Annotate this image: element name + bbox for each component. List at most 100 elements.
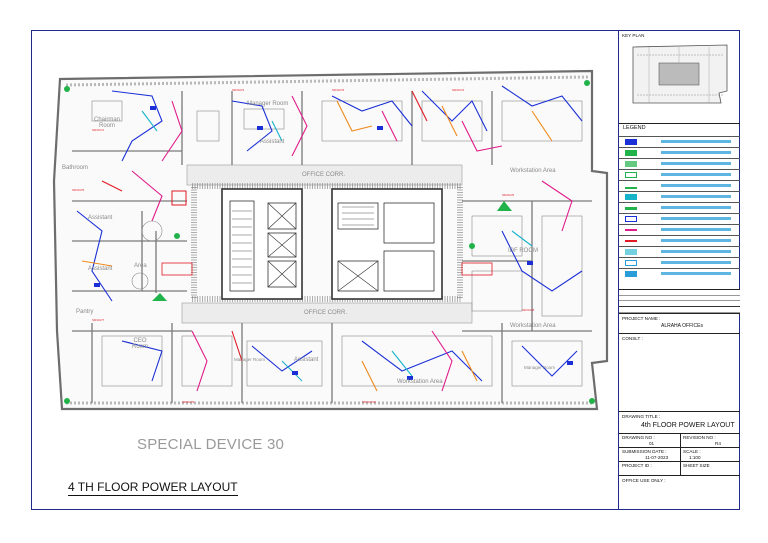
legend-text-bar (661, 239, 731, 242)
room-label-corridor-top: OFFICE CORR. (302, 172, 345, 178)
legend-text-bar (661, 261, 731, 264)
drawing-title-value: 4th FLOOR POWER LAYOUT (641, 422, 735, 429)
legend-row (619, 158, 740, 169)
drawing-no-label: DRAWING NO : (622, 435, 655, 440)
project-id-label: PROJECT ID : (622, 463, 652, 468)
legend-row (619, 224, 740, 235)
room-label-assistant-top: Assistant (260, 139, 285, 145)
legend-row (619, 202, 740, 213)
room-label-workstation-bottom: Workstation Area (397, 379, 443, 385)
building-outline (52, 69, 609, 411)
special-device-label: SPECIAL DEVICE 30 (137, 436, 285, 453)
legend-text-bar (661, 195, 731, 198)
legend-symbol (625, 260, 637, 266)
submission-section: SUBMISSION DATE : 11-07-2023 SCALE : 1:1… (619, 447, 740, 461)
legend-text-bar (661, 184, 731, 187)
legend-row (619, 268, 740, 279)
legend-row (619, 235, 740, 246)
power-devices (64, 80, 595, 404)
project-name-value: ALRAHA OFFICEs (661, 323, 703, 329)
legend-row (619, 213, 740, 224)
svg-text:SD30-P2: SD30-P2 (232, 88, 245, 92)
legend-row (619, 191, 740, 202)
svg-text:SD30-P3: SD30-P3 (332, 88, 345, 92)
legend-symbol (625, 161, 637, 167)
legend-symbol (625, 139, 637, 145)
svg-text:SD30-P8: SD30-P8 (522, 308, 535, 312)
legend-row (619, 169, 740, 180)
office-use-label: OFFICE USE ONLY : (622, 478, 666, 483)
svg-text:SD30-P4: SD30-P4 (452, 88, 465, 92)
room-label-pantry: Pantry (76, 309, 94, 315)
legend-text-bar (661, 217, 731, 220)
svg-text:SD30-P6: SD30-P6 (502, 193, 515, 197)
legend-symbol (625, 249, 637, 255)
building-core (221, 188, 443, 300)
submission-date-value: 11-07-2023 (645, 455, 669, 460)
revision-table (619, 289, 740, 313)
project-name-section: PROJECT NAME : ALRAHA OFFICEs (619, 313, 740, 333)
legend-symbol (625, 150, 637, 156)
room-label-manager-bottom: Manager Room (234, 357, 266, 362)
svg-text:SD30-P10: SD30-P10 (362, 400, 376, 404)
legend-text-bar (661, 206, 731, 209)
legend-row (619, 180, 740, 191)
room-label-manager-right-bottom: Manager Room (524, 365, 556, 370)
room-label-bathroom: Bathroom (62, 165, 89, 171)
room-label-assistant-left2: Assistant (88, 266, 113, 272)
plan-title: 4 TH FLOOR POWER LAYOUT (68, 480, 238, 496)
legend-symbol (625, 183, 637, 189)
project-id-section: PROJECT ID : SHEET SIZE (619, 461, 740, 475)
legend-symbol (625, 172, 637, 178)
drawing-no-value: 01 (649, 441, 655, 446)
legend-symbol (625, 240, 637, 242)
legend-text-bar (661, 140, 731, 143)
sheet-size-label: SHEET SIZE (683, 463, 710, 468)
legend-symbol (625, 194, 637, 200)
room-label-manager-top: Manager Room (247, 101, 289, 107)
lift-crosses (267, 202, 379, 292)
legend-row (619, 147, 740, 158)
room-label-assistant-bottom: Assistant (294, 357, 319, 363)
partition-walls (72, 91, 592, 403)
consultant-section: CONSLT : (619, 333, 740, 411)
room-label-ceo: CEO Room (132, 338, 149, 350)
legend-row (619, 257, 740, 268)
legend-row (619, 246, 740, 257)
legend-row (619, 136, 740, 147)
scale-label: SCALE : (683, 449, 701, 454)
legend-symbol (625, 216, 637, 222)
corridor-bottom (181, 302, 473, 324)
legend-text-bar (661, 250, 731, 253)
legend-text-bar (661, 228, 731, 231)
legend-symbol (625, 271, 637, 277)
submission-date-label: SUBMISSION DATE : (622, 449, 667, 454)
room-label-chairman: Chairman Room (94, 117, 121, 129)
revision-no-label: REVISION NO : (683, 435, 716, 440)
room-label-workstation-right: Workstation Area (510, 168, 556, 174)
drawing-no-section: DRAWING NO : 01 REVISION NO : R4 (619, 433, 740, 476)
drawing-title-section: DRAWING TITLE : 4th FLOOR POWER LAYOUT (619, 411, 740, 433)
room-label-workstation-right-lower: Workstation Area (510, 323, 556, 329)
legend-text-bar (661, 151, 731, 154)
office-use-section: OFFICE USE ONLY : (619, 475, 740, 509)
key-plan-label: KEY PLAN (622, 33, 645, 38)
revision-no-value: R4 (715, 441, 721, 446)
consultant-label: CONSLT : (622, 336, 643, 341)
legend-label: LEGEND (623, 125, 646, 131)
room-label-idf: IDF ROOM (508, 248, 538, 254)
stair-treads (232, 206, 374, 284)
cell-divider (680, 434, 681, 476)
room-label-area-left: Area (134, 263, 147, 269)
title-block: KEY PLAN LEGEND PROJECT NAME : (618, 31, 740, 509)
legend-text-bar (661, 173, 731, 176)
legend-section: LEGEND (619, 123, 740, 289)
legend-symbol (625, 229, 637, 231)
room-label-assistant-left: Assistant (88, 215, 113, 221)
curtain-wall (65, 75, 589, 87)
svg-text:SD30-P1: SD30-P1 (92, 128, 105, 132)
key-plan-thumbnail (632, 44, 728, 104)
